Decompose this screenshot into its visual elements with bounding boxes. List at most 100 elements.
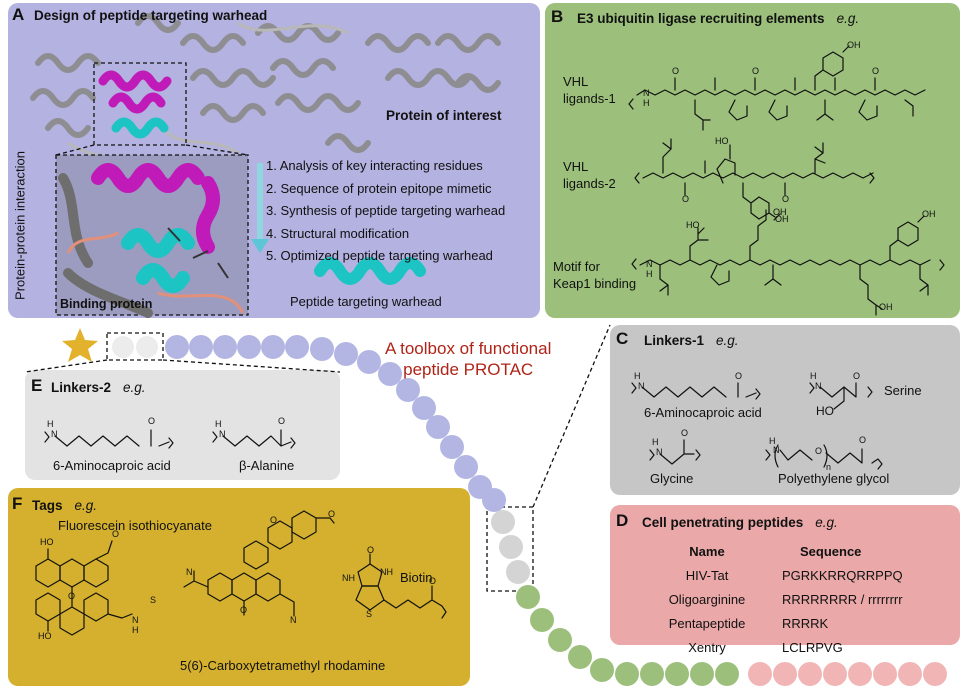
cpp-name: HIV-Tat [685,567,729,583]
panel-b-eg: e.g. [836,11,860,26]
linkers-1-structures [631,382,883,470]
panel-f-letter: F [12,494,23,513]
fitc-s: S [150,595,157,605]
protein-structure-illustration [30,13,501,318]
fitc-h: H [132,625,139,635]
vhl1-n: N [643,88,650,98]
vhl1-h: H [643,98,650,108]
cpp-name: Oligoarginine [668,591,746,607]
toolbox-line1: A toolbox of functional [385,339,552,358]
c-ser-h: H [810,371,817,381]
warhead-label: Peptide targeting warhead [290,294,442,309]
c-serine-label: Serine [884,383,922,398]
keap1-h: H [646,269,653,279]
e-ac-o: O [148,416,156,426]
pink-beads [748,662,947,686]
cpp-seq: PGRKKRRQRRPPQ [782,567,903,583]
panel-c-letter: C [616,329,629,348]
panel-d-title-text: Cell penetrating peptides [642,515,804,530]
c-ser-o: O [853,371,861,381]
step-5: 5. Optimized peptide targeting warhead [266,248,493,263]
keap1-oh3: OH [879,302,893,312]
keap1-line2: Keap1 binding [553,276,637,291]
panel-b-title: E3 ubiquitin ligase recruiting elements e… [577,11,859,26]
rhodamine-label: 5(6)-Carboxytetramethyl rhodamine [180,658,386,673]
panel-b-title-text: E3 ubiquitin ligase recruiting elements [577,11,825,26]
step-1: 1. Analysis of key interacting residues [266,158,483,173]
step-3: 3. Synthesis of peptide targeting warhea… [266,203,506,218]
vhl2-line2: ligands-2 [563,176,616,191]
vhl1-line2: ligands-1 [563,91,616,106]
binding-protein-label: Binding protein [60,297,153,311]
c-ser-ho: HO [816,404,834,418]
panel-a-warhead-design: A Design of peptide targeting warhead Pr… [8,3,540,318]
bt-o2: O [429,576,437,586]
panel-d-letter: D [616,511,629,530]
ppi-label: Protein-protein interaction [12,151,28,300]
vhl2-backbone [642,172,874,179]
keap1-line1: Motif for [553,259,600,274]
vhl1-line1: VHL [563,74,589,89]
protein-of-interest-label: Protein of interest [386,108,502,123]
vhl2-label: VHL ligands-2 [563,158,616,192]
fitc-n: N [132,615,139,625]
e-aminocaproic-label: 6-Aminocaproic acid [53,458,171,473]
panel-b-letter: B [551,7,564,26]
fitc-o1: O [112,529,120,539]
vhl2-o2: O [782,194,790,204]
vhl2-oh: OH [775,214,789,224]
panel-f-title-text: Tags [32,498,63,513]
fitc-label: Fluorescein isothiocyanate [58,518,212,533]
bt-hn: NH [342,573,355,583]
design-steps-list: 1. Analysis of key interacting residues … [266,155,505,268]
e-ac-n: N [51,429,58,439]
c-gly-n: N [656,447,663,457]
c-peg-n-sub: n [826,462,832,472]
vhl1-o3: O [872,66,880,76]
panel-c-title: Linkers-1 e.g. [644,333,739,348]
e-ac-h: H [47,419,54,429]
rh-n1: N [186,567,193,577]
panel-a-letter: A [12,5,25,24]
star-icon [62,328,98,362]
c-ser-n: N [815,381,822,391]
panel-c-eg: e.g. [716,333,739,348]
bt-nh: NH [380,567,393,577]
c-ac-n: N [638,381,645,391]
rh-n2: N [290,615,297,625]
vhl1-o2: O [752,66,760,76]
c-gly-o: O [681,428,689,438]
panel-c-title-text: Linkers-1 [644,333,705,348]
c-peg-n: N [773,445,780,455]
c-gly-h: H [652,437,659,447]
e-ala-h: H [215,419,222,429]
col-name-header: Name [689,543,725,559]
grey-beads [491,510,530,584]
fitc-oh: HO [38,631,52,641]
vhl1-o1: O [672,66,680,76]
c-peg-o2: O [859,435,867,445]
e-ala-o: O [278,416,286,426]
vhl2-o1: O [682,194,690,204]
fitc-o2: O [68,591,76,601]
panel-e-eg: e.g. [123,380,146,395]
bt-o1: O [367,545,375,555]
keap1-oh2: OH [922,209,936,219]
vhl2-line1: VHL [563,159,589,174]
cpp-seq: LCLRPVG [782,639,843,655]
table-row: Oligoarginine RRRRRRRR / rrrrrrrr [640,587,911,611]
step-4: 4. Structural modification [266,225,410,241]
keap1-backbone [639,259,931,266]
cpp-seq: RRRRRRRR / rrrrrrrr [782,591,903,607]
step-2: 2. Sequence of protein epitope mimetic [266,180,492,196]
vhl2-ho: HO [715,136,729,146]
col-seq-header: Sequence [800,543,862,559]
table-header: Name Sequence [640,539,911,563]
vhl1-oh: OH [847,40,861,50]
